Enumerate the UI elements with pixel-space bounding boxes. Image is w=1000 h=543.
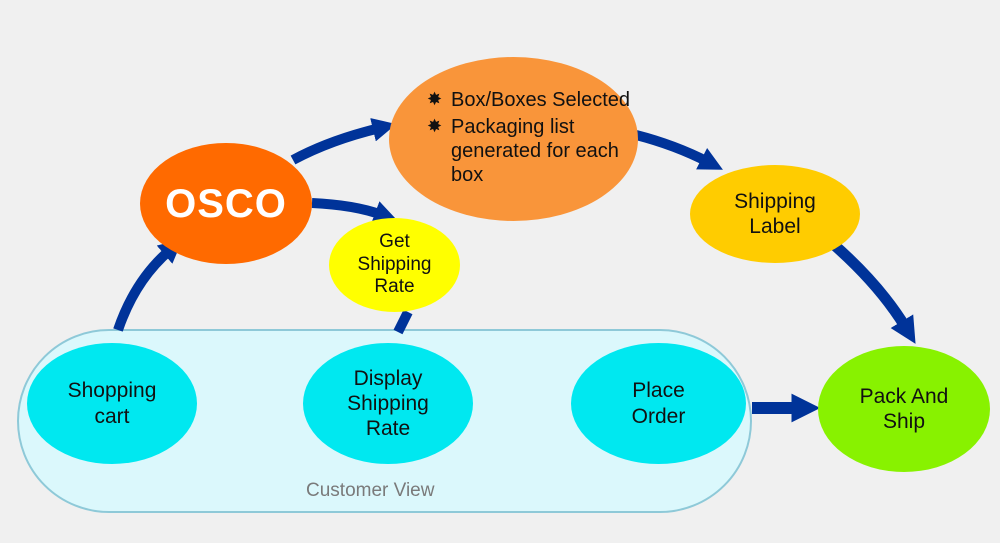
arrow-shipping-label-to-pack-ship	[828, 238, 916, 344]
pack-and-ship-node: Pack And Ship	[818, 346, 990, 472]
arrow-get-rate-to-display-rate	[393, 309, 413, 335]
display-shipping-rate-node: Display Shipping Rate	[303, 343, 473, 464]
packaging-bullet-boxes: ✸Box/Boxes Selected	[427, 89, 630, 112]
arrow-osco-to-get-rate	[311, 198, 398, 224]
packaging-bullet-list: ✸Packaging list generated for each box	[427, 115, 619, 187]
place-order-node: Place Order	[571, 343, 746, 464]
packaging-node: ✸Box/Boxes Selected ✸Packaging list gene…	[389, 57, 638, 221]
asterisk-bullet-icon: ✸	[427, 89, 443, 110]
get-shipping-rate-node: Get Shipping Rate	[329, 218, 460, 312]
shopping-cart-node: Shopping cart	[27, 343, 197, 464]
arrow-cart-to-osco	[113, 239, 183, 332]
arrow-packaging-to-shipping-label	[634, 130, 723, 170]
osco-node: OSCO	[140, 143, 312, 264]
customer-view-label: Customer View	[306, 480, 435, 501]
shipping-label-node: Shipping Label	[690, 165, 860, 263]
asterisk-bullet-icon: ✸	[427, 115, 443, 136]
arrow-osco-to-packaging	[290, 118, 397, 165]
